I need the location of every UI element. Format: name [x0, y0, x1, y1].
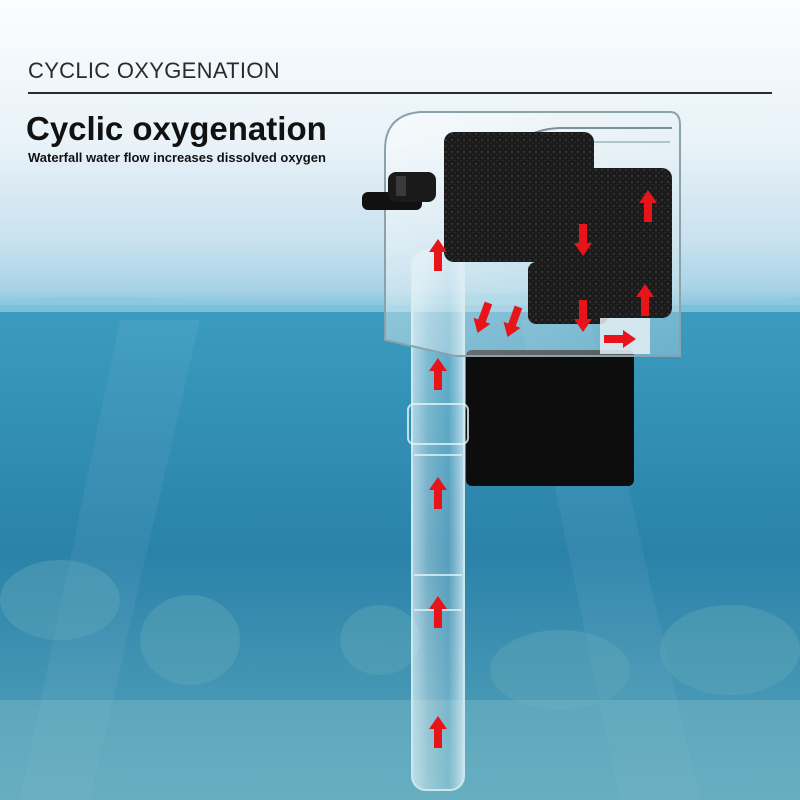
page-title: Cyclic oxygenation [26, 110, 327, 147]
seaweed [0, 560, 800, 710]
divider [28, 92, 772, 94]
top-sponge [444, 132, 594, 262]
section-label: CYCLIC OXYGENATION [28, 58, 280, 83]
page-subtitle: Waterfall water flow increases dissolved… [28, 150, 326, 165]
water-body [0, 305, 800, 800]
sea-floor [0, 700, 800, 800]
lower-sponge [528, 262, 608, 324]
pump-motor [466, 350, 634, 486]
